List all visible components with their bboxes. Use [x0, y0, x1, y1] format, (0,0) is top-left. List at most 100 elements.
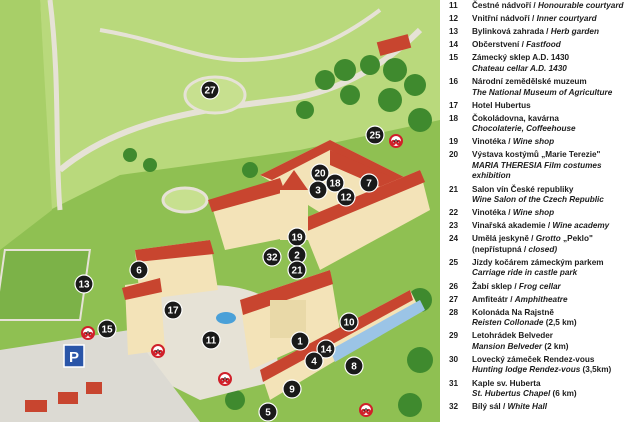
legend-text-english: Wine Salon of the Czech Republic [472, 195, 604, 204]
map-marker-11[interactable]: 11 [201, 330, 221, 350]
map-marker-4[interactable]: 4 [304, 351, 324, 371]
legend-line: Čokoládovna, kavárna [472, 114, 559, 125]
bicycle-icon [218, 372, 232, 386]
tennis-court [376, 34, 412, 56]
legend-line: Výstava kostýmů „Marie Terezie" [472, 150, 600, 161]
legend-line: MARIA THERESIA Film costumes [472, 161, 602, 172]
marker-number: 10 [343, 318, 355, 329]
legend-line: Kaple sv. Huberta [472, 379, 541, 390]
marker-number: 20 [314, 169, 326, 180]
legend-text-english: Herb garden [550, 27, 599, 37]
legend-text-english: Wine shop [512, 137, 555, 147]
legend-number: 17 [449, 100, 459, 110]
legend-number: 28 [449, 307, 459, 317]
map-marker-1[interactable]: 1 [290, 331, 310, 351]
marker-circle [97, 319, 117, 339]
marker-circle [339, 312, 359, 332]
legend-line: Národní zemědělské muzeum [472, 77, 587, 88]
legend-text-czech: Vinotéka / [472, 208, 513, 218]
map-marker-14[interactable]: 14 [316, 339, 336, 359]
legend-line: Hotel Hubertus [472, 101, 531, 112]
legend-text-english: Amphitheatre [514, 294, 568, 304]
road [0, 330, 200, 422]
legend-text-english: exhibition [472, 171, 511, 181]
legend-line: Čestné nádvoří / Honourable courtyard [472, 1, 624, 12]
legend-line: Jízdy kočárem zámeckým parkem [472, 258, 604, 269]
legend-line: Vinotéka / Wine shop [472, 137, 554, 148]
legend-number: 29 [449, 331, 459, 341]
map-marker-3[interactable]: 3 [308, 180, 328, 200]
park-path [99, 8, 382, 63]
marker-number: 15 [101, 325, 113, 336]
map-marker-6[interactable]: 6 [129, 260, 149, 280]
legend-line: Reisten Collonade (2,5 km) [472, 318, 577, 329]
map-marker-7[interactable]: 7 [359, 173, 379, 193]
legend-line: Chocolaterie, Coffeehouse [472, 124, 576, 135]
small-houses [25, 382, 102, 412]
legend-text-english: Inner courtyard [536, 14, 597, 24]
marker-number: 13 [78, 280, 90, 291]
legend-line: exhibition [472, 171, 511, 182]
map-marker-10[interactable]: 10 [339, 312, 359, 332]
legend-line: Bylinková zahrada / Herb garden [472, 27, 599, 38]
legend-text-czech: Kolonáda Na Rajstně [472, 307, 554, 317]
map-marker-25[interactable]: 25 [365, 125, 385, 145]
colonnade [330, 300, 425, 362]
map-marker-21[interactable]: 21 [287, 260, 307, 280]
legend-text-english: Hunting lodge Rendez-vous [472, 365, 581, 375]
marker-circle [325, 173, 345, 193]
legend-text-english: Mansion Belveder [472, 341, 543, 351]
legend-text-english: Honourable courtyard [537, 1, 624, 10]
marker-circle [365, 125, 385, 145]
legend-line: Chateau cellar A.D. 1430 [472, 64, 567, 75]
bicycle-icon [81, 326, 95, 340]
map-marker-32[interactable]: 32 [262, 247, 282, 267]
marker-circle [336, 187, 356, 207]
legend-number: 20 [449, 150, 459, 160]
legend-text-czech: Čokoládovna, kavárna [472, 113, 559, 123]
legend-text-english: Chocolaterie, Coffeehouse [472, 124, 576, 134]
map-marker-18[interactable]: 18 [325, 173, 345, 193]
map-marker-5[interactable]: 5 [258, 402, 278, 422]
map-marker-15[interactable]: 15 [97, 319, 117, 339]
parking-label: P [69, 349, 79, 366]
legend-line: Lovecký zámeček Rendez-vous [472, 355, 594, 366]
legend-text-english: Wine shop [512, 208, 555, 218]
legend-number: 14 [449, 40, 459, 50]
marker-number: 9 [289, 385, 295, 396]
legend-text-czech: Výstava kostýmů „Marie Terezie" [472, 150, 601, 160]
legend-number: 32 [449, 402, 459, 412]
marker-number: 12 [340, 193, 352, 204]
marker-circle [200, 80, 220, 100]
legend-line: Vinařská akademie / Wine academy [472, 221, 609, 232]
map-marker-9[interactable]: 9 [282, 379, 302, 399]
map-marker-19[interactable]: 19 [287, 227, 307, 247]
marker-circle [308, 180, 328, 200]
legend-line: Občerstvení / Fastfood [472, 40, 561, 51]
map-marker-13[interactable]: 13 [74, 274, 94, 294]
map-marker-27[interactable]: 27 [200, 80, 220, 100]
legend-line: Kolonáda Na Rajstně [472, 308, 554, 319]
legend-line: Umělá jeskyně / Grotto „Peklo" [472, 234, 593, 245]
legend-text-english: The National Museum of Agriculture [472, 87, 613, 97]
legend-text-czech: Lovecký zámeček Rendez-vous [472, 354, 595, 364]
bicycle-icon [359, 403, 373, 417]
legend-line: Vnitřní nádvoří / Inner courtyard [472, 14, 597, 25]
map-marker-8[interactable]: 8 [344, 356, 364, 376]
map-marker-17[interactable]: 17 [163, 300, 183, 320]
legend-number: 27 [449, 294, 459, 304]
legend-number: 18 [449, 113, 459, 123]
marker-number: 11 [206, 336, 217, 347]
legend-line: Vinotéka / Wine shop [472, 208, 554, 219]
legend-text-czech: Kaple sv. Huberta [472, 378, 541, 388]
bicycle-icon [151, 344, 165, 358]
legend-number: 24 [449, 234, 459, 244]
legend-line: Zámecký sklep A.D. 1430 [472, 53, 569, 64]
marker-circle [258, 402, 278, 422]
map-marker-12[interactable]: 12 [336, 187, 356, 207]
legend-text-czech: Bylinková zahrada / [472, 27, 551, 37]
legend-line: Carriage ride in castle park [472, 268, 577, 279]
marker-number: 32 [266, 253, 278, 264]
marker-circle [304, 351, 324, 371]
legend-line: Salon vín České republiky [472, 185, 573, 196]
